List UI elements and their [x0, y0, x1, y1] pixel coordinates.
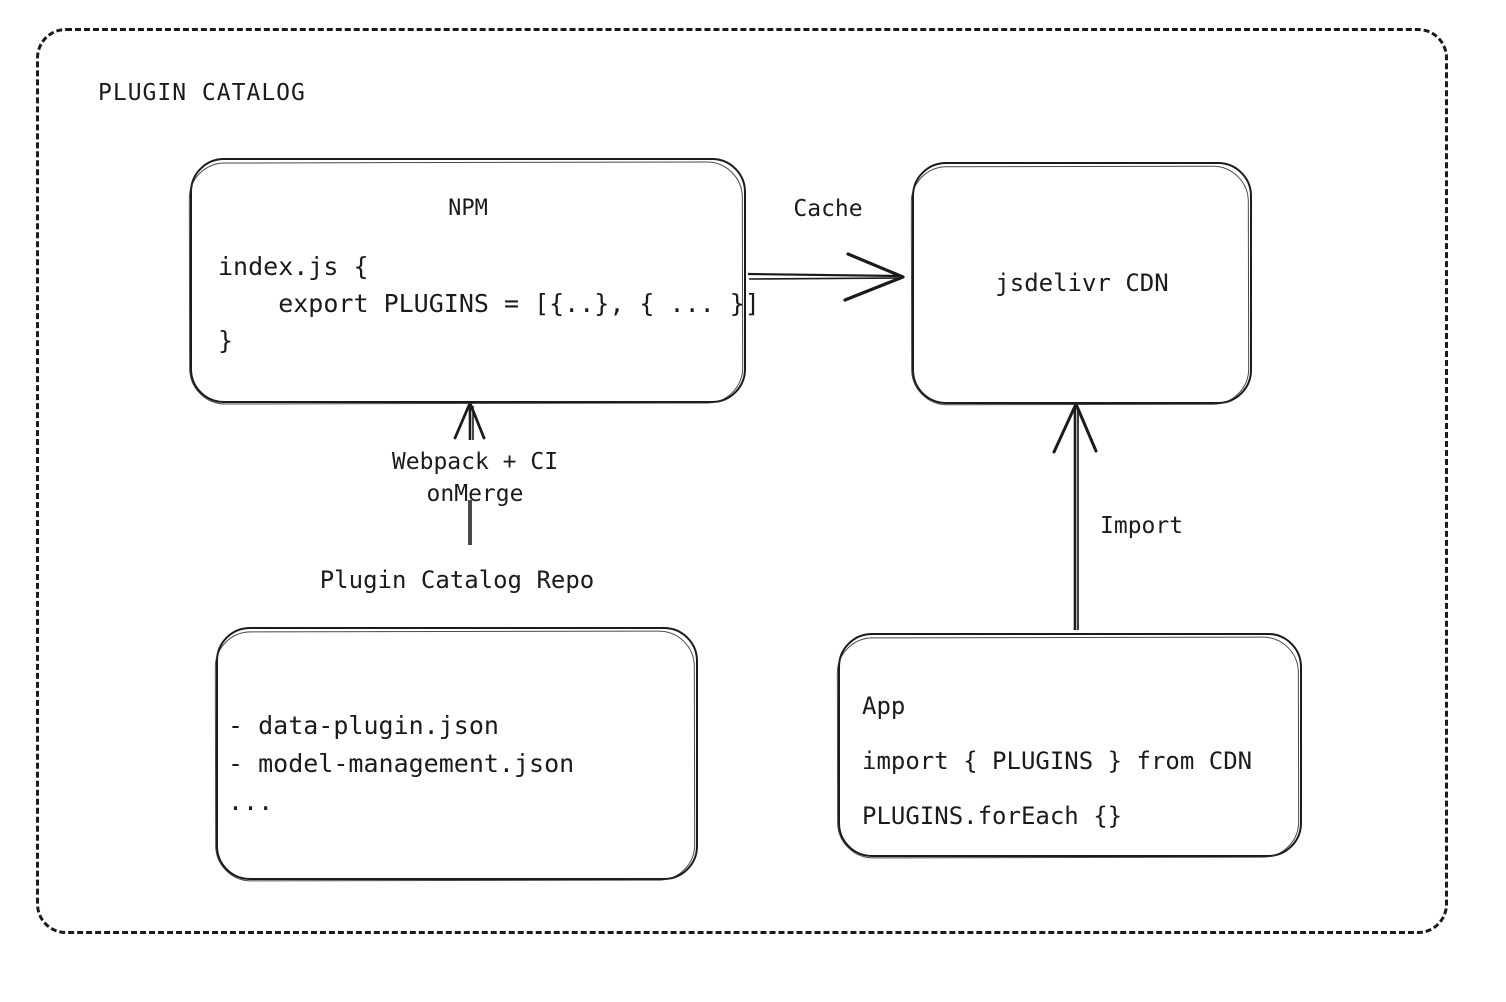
edge-label-webpack-ci-line2: onMerge — [426, 481, 524, 507]
node-app[interactable]: App import { PLUGINS } from CDN PLUGINS.… — [838, 633, 1302, 857]
node-app-title: App — [862, 692, 906, 720]
edge-label-webpack-ci-line1: Webpack + CI — [391, 449, 559, 475]
edge-label-webpack-ci: Webpack + CI onMerge — [330, 446, 620, 510]
node-repo-caption: Plugin Catalog Repo — [319, 566, 595, 594]
node-repo-file-list: - data-plugin.json - model-management.js… — [228, 711, 575, 816]
node-npm-code: index.js { export PLUGINS = [{..}, { ...… — [218, 252, 760, 355]
frame-title: PLUGIN CATALOG — [98, 80, 306, 106]
node-app-code-import: import { PLUGINS } from CDN — [862, 747, 1253, 775]
node-app-code-foreach: PLUGINS.forEach {} — [862, 802, 1123, 830]
node-cdn[interactable]: jsdelivr CDN — [912, 162, 1252, 404]
node-repo[interactable]: - data-plugin.json - model-management.js… — [216, 627, 698, 880]
plugin-catalog-frame — [36, 28, 1448, 934]
node-npm[interactable]: NPM index.js { export PLUGINS = [{..}, {… — [190, 158, 760, 403]
edge-label-cache: Cache — [793, 196, 863, 222]
edge-label-import: Import — [1100, 513, 1184, 539]
node-cdn-label: jsdelivr CDN — [995, 269, 1169, 297]
node-npm-title: NPM — [448, 196, 488, 221]
